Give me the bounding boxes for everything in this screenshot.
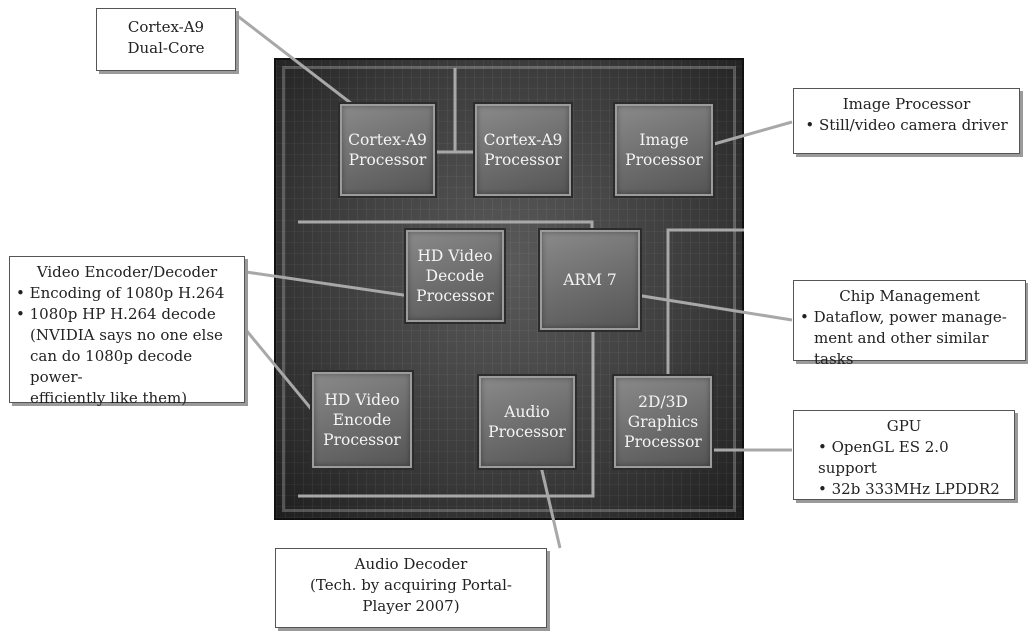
connector-video-encode — [246, 330, 322, 422]
callout-image-processor-title: Image Processor — [802, 94, 1011, 115]
hd-video-encode-block: HD Video Encode Processor — [312, 372, 412, 468]
callout-gpu-line-1: • OpenGL ES 2.0 support — [804, 437, 1004, 479]
callout-image-processor-line-1: • Still/video camera driver — [802, 115, 1011, 136]
connector-audio — [540, 462, 560, 548]
callout-image-processor: Image Processor • Still/video camera dri… — [793, 88, 1020, 154]
callout-gpu-title: GPU — [804, 416, 1004, 437]
callout-audio-decoder: Audio Decoder (Tech. by acquiring Portal… — [275, 548, 547, 628]
callout-cortex-dual-core: Cortex-A9 Dual-Core — [96, 8, 236, 71]
callout-video-codec-title: Video Encoder/Decoder — [16, 262, 238, 283]
connector-image-processor — [714, 122, 792, 144]
callout-video-codec-line-3: (NVIDIA says no one else — [16, 325, 238, 346]
callout-chip-management: Chip Management • Dataflow, power manage… — [793, 280, 1026, 361]
callout-chip-management-title: Chip Management — [800, 286, 1019, 307]
hd-video-decode-block: HD Video Decode Processor — [406, 230, 504, 322]
callout-video-codec: Video Encoder/Decoder • Encoding of 1080… — [9, 256, 245, 403]
cortex-a9-processor-1: Cortex-A9 Processor — [340, 104, 435, 196]
cortex-a9-processor-2: Cortex-A9 Processor — [475, 104, 571, 196]
callout-cortex-dual-core-title: Cortex-A9 Dual-Core — [97, 17, 235, 59]
audio-processor-block: Audio Processor — [479, 376, 575, 468]
callout-video-codec-line-4: can do 1080p decode power- — [16, 346, 238, 388]
callout-chip-management-line-2: ment and other similar tasks — [800, 328, 1019, 370]
image-processor-block: Image Processor — [615, 104, 713, 196]
callout-gpu-line-2: • 32b 333MHz LPDDR2 — [804, 479, 1004, 500]
graphics-processor-block: 2D/3D Graphics Processor — [614, 376, 712, 468]
callout-chip-management-line-1: • Dataflow, power manage- — [800, 307, 1019, 328]
arm7-block: ARM 7 — [540, 230, 640, 330]
callout-gpu: GPU • OpenGL ES 2.0 support • 32b 333MHz… — [793, 410, 1015, 500]
callout-video-codec-line-2: • 1080p HP H.264 decode — [16, 304, 238, 325]
callout-audio-decoder-line-2: Player 2007) — [282, 596, 540, 617]
callout-video-codec-line-1: • Encoding of 1080p H.264 — [16, 283, 238, 304]
callout-audio-decoder-line-1: (Tech. by acquiring Portal- — [282, 575, 540, 596]
connector-video-decode — [246, 272, 410, 296]
callout-audio-decoder-title: Audio Decoder — [282, 554, 540, 575]
connector-cortex-dual — [235, 14, 352, 104]
callout-video-codec-line-5: efficiently like them) — [16, 388, 238, 409]
connector-chip-management — [630, 294, 792, 320]
